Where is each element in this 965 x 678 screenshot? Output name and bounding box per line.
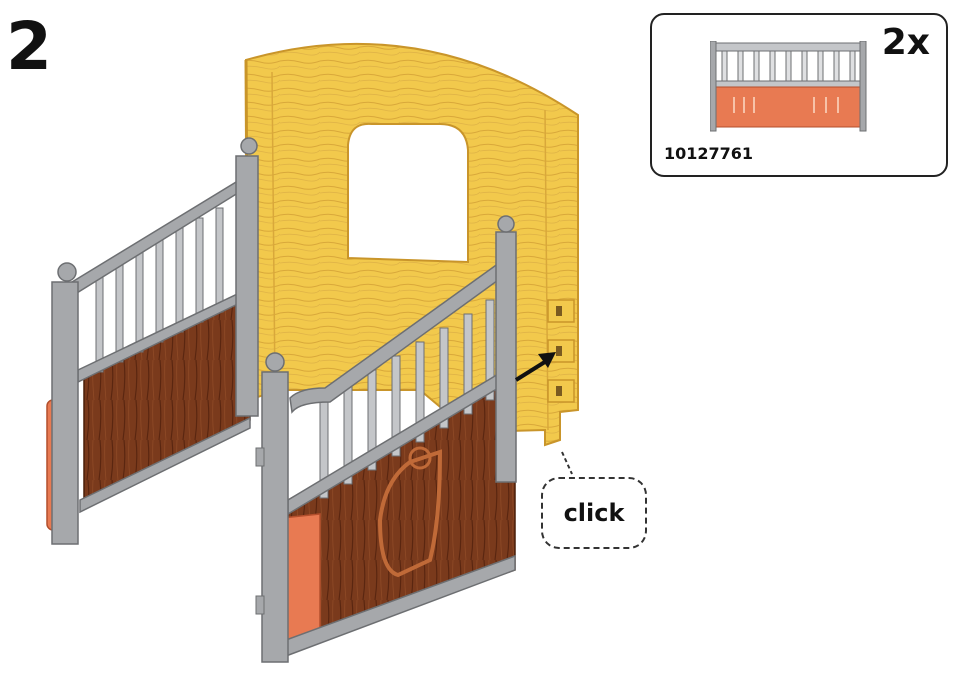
parts-quantity: 2x [881,22,930,63]
click-callout: click [541,477,647,549]
arrow-icon [514,352,556,382]
stall-wall-panel [244,42,579,447]
click-label: click [563,499,625,527]
divider-part-thumbnail [710,41,867,132]
stall-divider-right [255,215,517,663]
stall-divider-left [46,137,259,545]
step-number: 2 [6,8,52,85]
part-number: 10127761 [664,144,754,163]
parts-box: 2x 10127761 [650,13,948,177]
